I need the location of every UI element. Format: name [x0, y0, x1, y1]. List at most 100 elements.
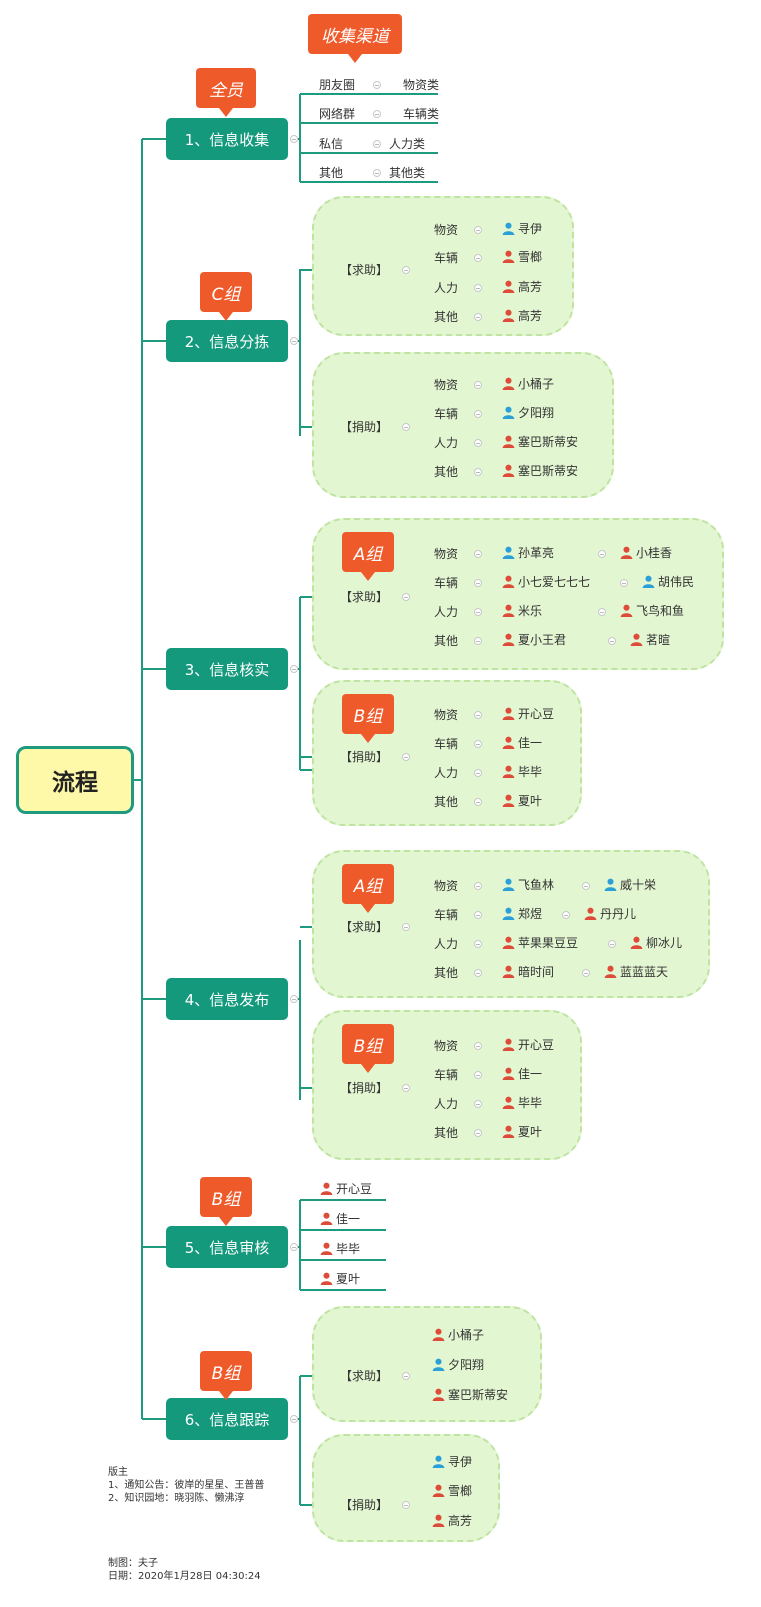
person-name: 夕阳翔 [448, 1358, 485, 1372]
collapse-toggle-icon[interactable] [290, 1415, 298, 1423]
collapse-toggle-icon[interactable] [402, 423, 410, 431]
person-icon [502, 377, 515, 390]
collapse-toggle-icon[interactable] [474, 637, 482, 645]
collapse-toggle-icon[interactable] [474, 740, 482, 748]
collapse-toggle-icon[interactable] [474, 226, 482, 234]
collapse-toggle-icon[interactable] [402, 1084, 410, 1092]
group-label: 【捐助】 [340, 1081, 389, 1095]
person-icon [502, 765, 515, 778]
collapse-toggle-icon[interactable] [373, 140, 381, 148]
collapse-toggle-icon[interactable] [474, 969, 482, 977]
person-name: 高芳 [518, 280, 543, 294]
category-label: 其他 [434, 634, 459, 648]
person-icon [320, 1272, 333, 1285]
person-icon [432, 1484, 445, 1497]
group-tag: 全员 [196, 68, 256, 117]
person-icon [604, 878, 617, 891]
collapse-toggle-icon[interactable] [474, 313, 482, 321]
topic-node[interactable]: 1、信息收集 [166, 118, 288, 160]
collapse-toggle-icon[interactable] [562, 911, 570, 919]
collapse-toggle-icon[interactable] [474, 468, 482, 476]
collapse-toggle-icon[interactable] [474, 550, 482, 558]
person-icon [432, 1455, 445, 1468]
person-icon [320, 1182, 333, 1195]
collapse-toggle-icon[interactable] [582, 969, 590, 977]
collapse-toggle-icon[interactable] [474, 284, 482, 292]
collapse-toggle-icon[interactable] [474, 439, 482, 447]
person-icon [502, 965, 515, 978]
collapse-toggle-icon[interactable] [474, 579, 482, 587]
collapse-toggle-icon[interactable] [620, 579, 628, 587]
person-icon [502, 878, 515, 891]
person-icon [502, 222, 515, 235]
collapse-toggle-icon[interactable] [474, 882, 482, 890]
topic-node[interactable]: 2、信息分拣 [166, 320, 288, 362]
collapse-toggle-icon[interactable] [402, 1372, 410, 1380]
collapse-toggle-icon[interactable] [474, 940, 482, 948]
collapse-toggle-icon[interactable] [598, 608, 606, 616]
collapse-toggle-icon[interactable] [474, 711, 482, 719]
person-name: 开心豆 [336, 1182, 373, 1196]
person-icon [620, 604, 633, 617]
person-name: 夏叶 [518, 1125, 543, 1139]
person-icon [432, 1388, 445, 1401]
cloud-boundary [312, 196, 574, 336]
author-label: 制图：夫子 [108, 1558, 158, 1569]
collapse-toggle-icon[interactable] [474, 1042, 482, 1050]
person-name: 开心豆 [518, 707, 555, 721]
collapse-toggle-icon[interactable] [474, 410, 482, 418]
collapse-toggle-icon[interactable] [598, 550, 606, 558]
category-label: 人力 [434, 937, 459, 951]
category-label: 人力 [434, 436, 459, 450]
collapse-toggle-icon[interactable] [290, 1243, 298, 1251]
person-name: 茗暄 [646, 633, 671, 647]
collapse-toggle-icon[interactable] [402, 923, 410, 931]
category-label: 车辆 [434, 737, 459, 751]
cloud-boundary [312, 1306, 542, 1422]
person-name: 孙革亮 [518, 546, 555, 560]
topic-node[interactable]: 5、信息审核 [166, 1226, 288, 1268]
category-label: 车辆 [434, 407, 459, 421]
collapse-toggle-icon[interactable] [474, 798, 482, 806]
collapse-toggle-icon[interactable] [474, 381, 482, 389]
collapse-toggle-icon[interactable] [402, 1501, 410, 1509]
collapse-toggle-icon[interactable] [608, 637, 616, 645]
person-name: 高芳 [518, 309, 543, 323]
person-icon [502, 250, 515, 263]
group-label: 【捐助】 [340, 750, 389, 764]
collapse-toggle-icon[interactable] [373, 81, 381, 89]
collapse-toggle-icon[interactable] [402, 753, 410, 761]
collapse-toggle-icon[interactable] [290, 337, 298, 345]
person-icon [502, 1067, 515, 1080]
topic-node[interactable]: 4、信息发布 [166, 978, 288, 1020]
collapse-toggle-icon[interactable] [402, 266, 410, 274]
cloud-boundary [312, 680, 582, 826]
collapse-toggle-icon[interactable] [608, 940, 616, 948]
collapse-toggle-icon[interactable] [474, 254, 482, 262]
collapse-toggle-icon[interactable] [373, 169, 381, 177]
collapse-toggle-icon[interactable] [474, 1129, 482, 1137]
group-tag: A组 [342, 532, 394, 581]
collapse-toggle-icon[interactable] [474, 1100, 482, 1108]
collapse-toggle-icon[interactable] [582, 882, 590, 890]
collapse-toggle-icon[interactable] [474, 608, 482, 616]
topic-node[interactable]: 6、信息跟踪 [166, 1398, 288, 1440]
category-label: 其他 [434, 310, 459, 324]
collapse-toggle-icon[interactable] [290, 995, 298, 1003]
collapse-toggle-icon[interactable] [373, 110, 381, 118]
collapse-toggle-icon[interactable] [474, 769, 482, 777]
collapse-toggle-icon[interactable] [290, 135, 298, 143]
date-label: 日期：2020年1月28日 04:30:24 [108, 1571, 261, 1582]
group-tag: B组 [200, 1177, 252, 1226]
channel-label: 私信 [319, 137, 344, 151]
group-label: 【求助】 [340, 263, 389, 277]
collapse-toggle-icon[interactable] [474, 1071, 482, 1079]
collapse-toggle-icon[interactable] [402, 593, 410, 601]
person-name: 塞巴斯蒂安 [518, 464, 579, 478]
collapse-toggle-icon[interactable] [474, 911, 482, 919]
topic-node[interactable]: 3、信息核实 [166, 648, 288, 690]
root-topic[interactable]: 流程 [16, 746, 134, 814]
collapse-toggle-icon[interactable] [290, 665, 298, 673]
person-name: 苹果果豆豆 [518, 936, 579, 950]
cloud-boundary [312, 1010, 582, 1160]
